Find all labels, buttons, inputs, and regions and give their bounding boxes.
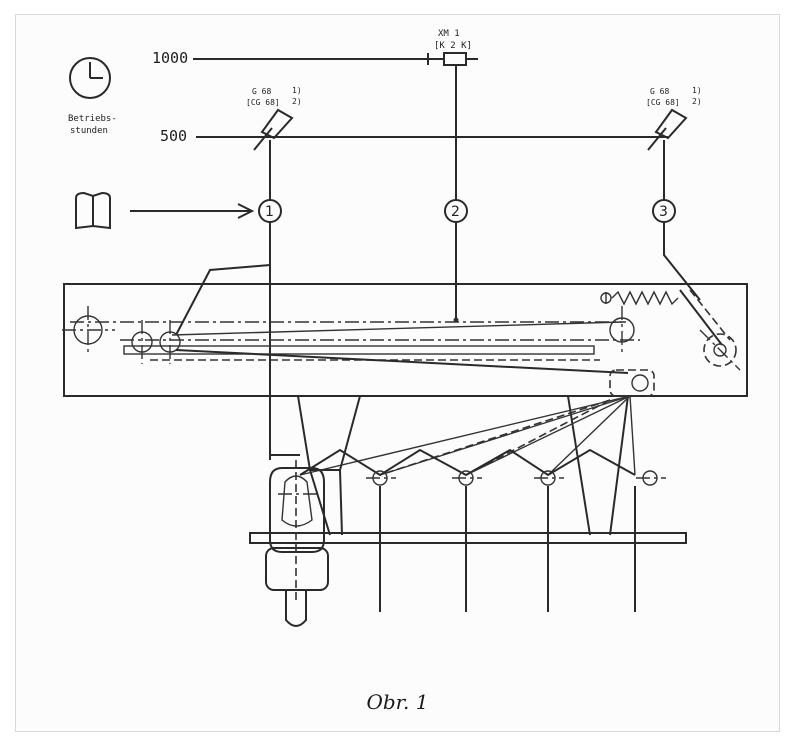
grease-nipple-left-icon bbox=[253, 108, 294, 151]
belt-line bbox=[175, 349, 629, 374]
nipple-right-line2: [CG 68] bbox=[646, 98, 680, 107]
tension-wheel-icon bbox=[699, 329, 741, 371]
top-component-line1: XM 1 bbox=[438, 29, 460, 39]
nipple-left-line1: G 68 bbox=[252, 87, 271, 96]
inner-bar bbox=[123, 345, 595, 355]
level-500-label: 500 bbox=[160, 127, 187, 145]
feed-line-1-branch bbox=[175, 264, 271, 336]
pivot-right-icon bbox=[609, 306, 635, 354]
base-plate bbox=[249, 532, 687, 544]
lower-pivot-1-icon bbox=[366, 470, 396, 486]
open-book-icon bbox=[75, 191, 111, 230]
nipple-right-line1: G 68 bbox=[650, 87, 669, 96]
figure-caption: Obr. 1 bbox=[366, 690, 429, 714]
bucket-assembly-icon bbox=[265, 460, 329, 627]
lower-pivot-3-icon bbox=[534, 470, 564, 486]
lower-pulley-icon bbox=[609, 369, 655, 397]
clock-icon bbox=[69, 57, 111, 99]
machine-frame bbox=[63, 283, 748, 397]
clock-label-line1: Betriebs- bbox=[68, 114, 117, 124]
nipple-left-note2: 2) bbox=[292, 97, 302, 106]
pivot-left-3-icon bbox=[159, 320, 181, 364]
grease-nipple-right-icon bbox=[647, 108, 688, 151]
tension-arm bbox=[679, 289, 723, 346]
hopper-left bbox=[297, 395, 361, 471]
lower-pivot-4-icon bbox=[636, 470, 666, 486]
pivot-left-2-icon bbox=[131, 320, 153, 364]
clock-label-line2: stunden bbox=[70, 126, 108, 136]
linkage bbox=[299, 448, 636, 477]
spring-icon bbox=[600, 290, 679, 306]
nipple-right-note1: 1) bbox=[692, 86, 702, 95]
feed-line-3 bbox=[663, 222, 701, 301]
nipple-left-note1: 1) bbox=[292, 86, 302, 95]
nipple-left-line2: [CG 68] bbox=[246, 98, 280, 107]
nipple-right-note2: 2) bbox=[692, 97, 702, 106]
point-3-label: 3 bbox=[659, 204, 668, 220]
pivot-left-icon bbox=[73, 306, 103, 354]
level-1000-label: 1000 bbox=[152, 49, 188, 67]
top-component-line2: [K 2 K] bbox=[434, 41, 472, 51]
xm1-component bbox=[443, 52, 467, 66]
point-1-label: 1 bbox=[265, 204, 274, 220]
point-2-label: 2 bbox=[451, 204, 460, 220]
lower-pivot-2-icon bbox=[452, 470, 482, 486]
